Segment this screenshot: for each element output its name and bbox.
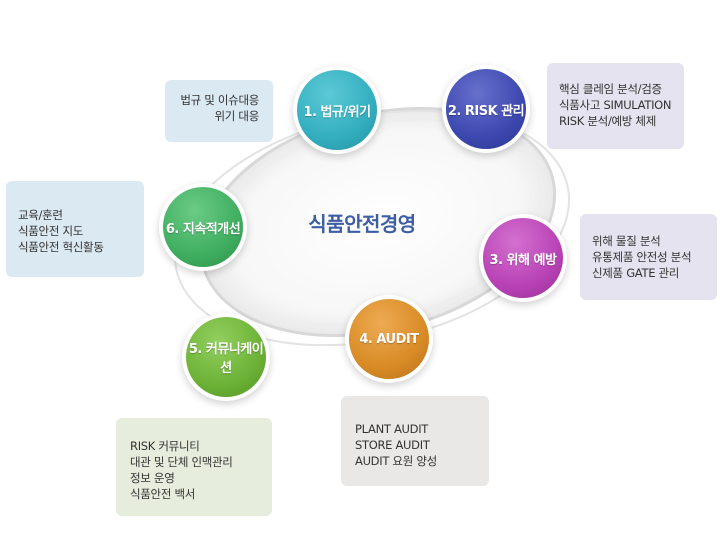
communication-line: 대관 및 단체 인맥관리	[130, 455, 233, 469]
node-label: 3. 위해 예방	[489, 252, 557, 268]
center-title: 식품안전경영	[308, 212, 416, 236]
node-label: 2. RISK 관리	[447, 103, 525, 119]
node-risk-management[interactable]: 2. RISK 관리	[446, 69, 526, 149]
prevention-line: 유통제품 안전성 분석	[592, 250, 692, 264]
law-line: 법규 및 이슈대응	[180, 93, 259, 107]
communication-line: 식품안전 백서	[130, 487, 196, 501]
node-label: 5. 커뮤니케이션	[188, 342, 264, 376]
audit-info-box: PLANT AUDIT STORE AUDIT AUDIT 요원 양성	[341, 396, 489, 486]
communication-line: RISK 커뮤니티	[130, 439, 200, 453]
node-label: 1. 법규/위기	[303, 104, 371, 120]
node-audit[interactable]: 4. AUDIT	[349, 299, 429, 379]
node-label: 6. 지속적개선	[165, 221, 241, 237]
node-communication[interactable]: 5. 커뮤니케이션	[186, 317, 266, 397]
law-info-box: 법규 및 이슈대응 위기 대응	[165, 80, 273, 142]
prevention-info-box: 위해 물질 분석 유통제품 안전성 분석 신제품 GATE 관리	[580, 214, 717, 300]
improvement-line: 식품안전 지도	[18, 224, 84, 238]
prevention-line: 신제품 GATE 관리	[592, 266, 680, 280]
prevention-line: 위해 물질 분석	[592, 234, 661, 248]
node-hazard-prevention[interactable]: 3. 위해 예방	[483, 218, 563, 298]
risk-line: RISK 분석/예방 체제	[559, 114, 656, 128]
improvement-line: 교육/훈련	[18, 208, 63, 222]
law-line: 위기 대응	[214, 109, 260, 123]
improvement-line: 식품안전 혁신활동	[18, 240, 104, 254]
improvement-info-box: 교육/훈련 식품안전 지도 식품안전 혁신활동	[6, 181, 144, 277]
risk-info-box: 핵심 클레임 분석/검증 식품사고 SIMULATION RISK 분석/예방 …	[547, 63, 684, 149]
audit-line: AUDIT 요원 양성	[355, 454, 437, 468]
communication-line: 정보 운영	[130, 471, 175, 485]
risk-line: 핵심 클레임 분석/검증	[559, 82, 662, 96]
audit-line: STORE AUDIT	[355, 438, 430, 452]
node-law-crisis[interactable]: 1. 법규/위기	[297, 70, 377, 150]
node-label: 4. AUDIT	[359, 331, 419, 347]
node-continuous-improvement[interactable]: 6. 지속적개선	[163, 187, 243, 267]
risk-line: 식품사고 SIMULATION	[559, 98, 672, 112]
communication-info-box: RISK 커뮤니티 대관 및 단체 인맥관리 정보 운영 식품안전 백서	[116, 418, 272, 516]
audit-line: PLANT AUDIT	[355, 422, 429, 436]
